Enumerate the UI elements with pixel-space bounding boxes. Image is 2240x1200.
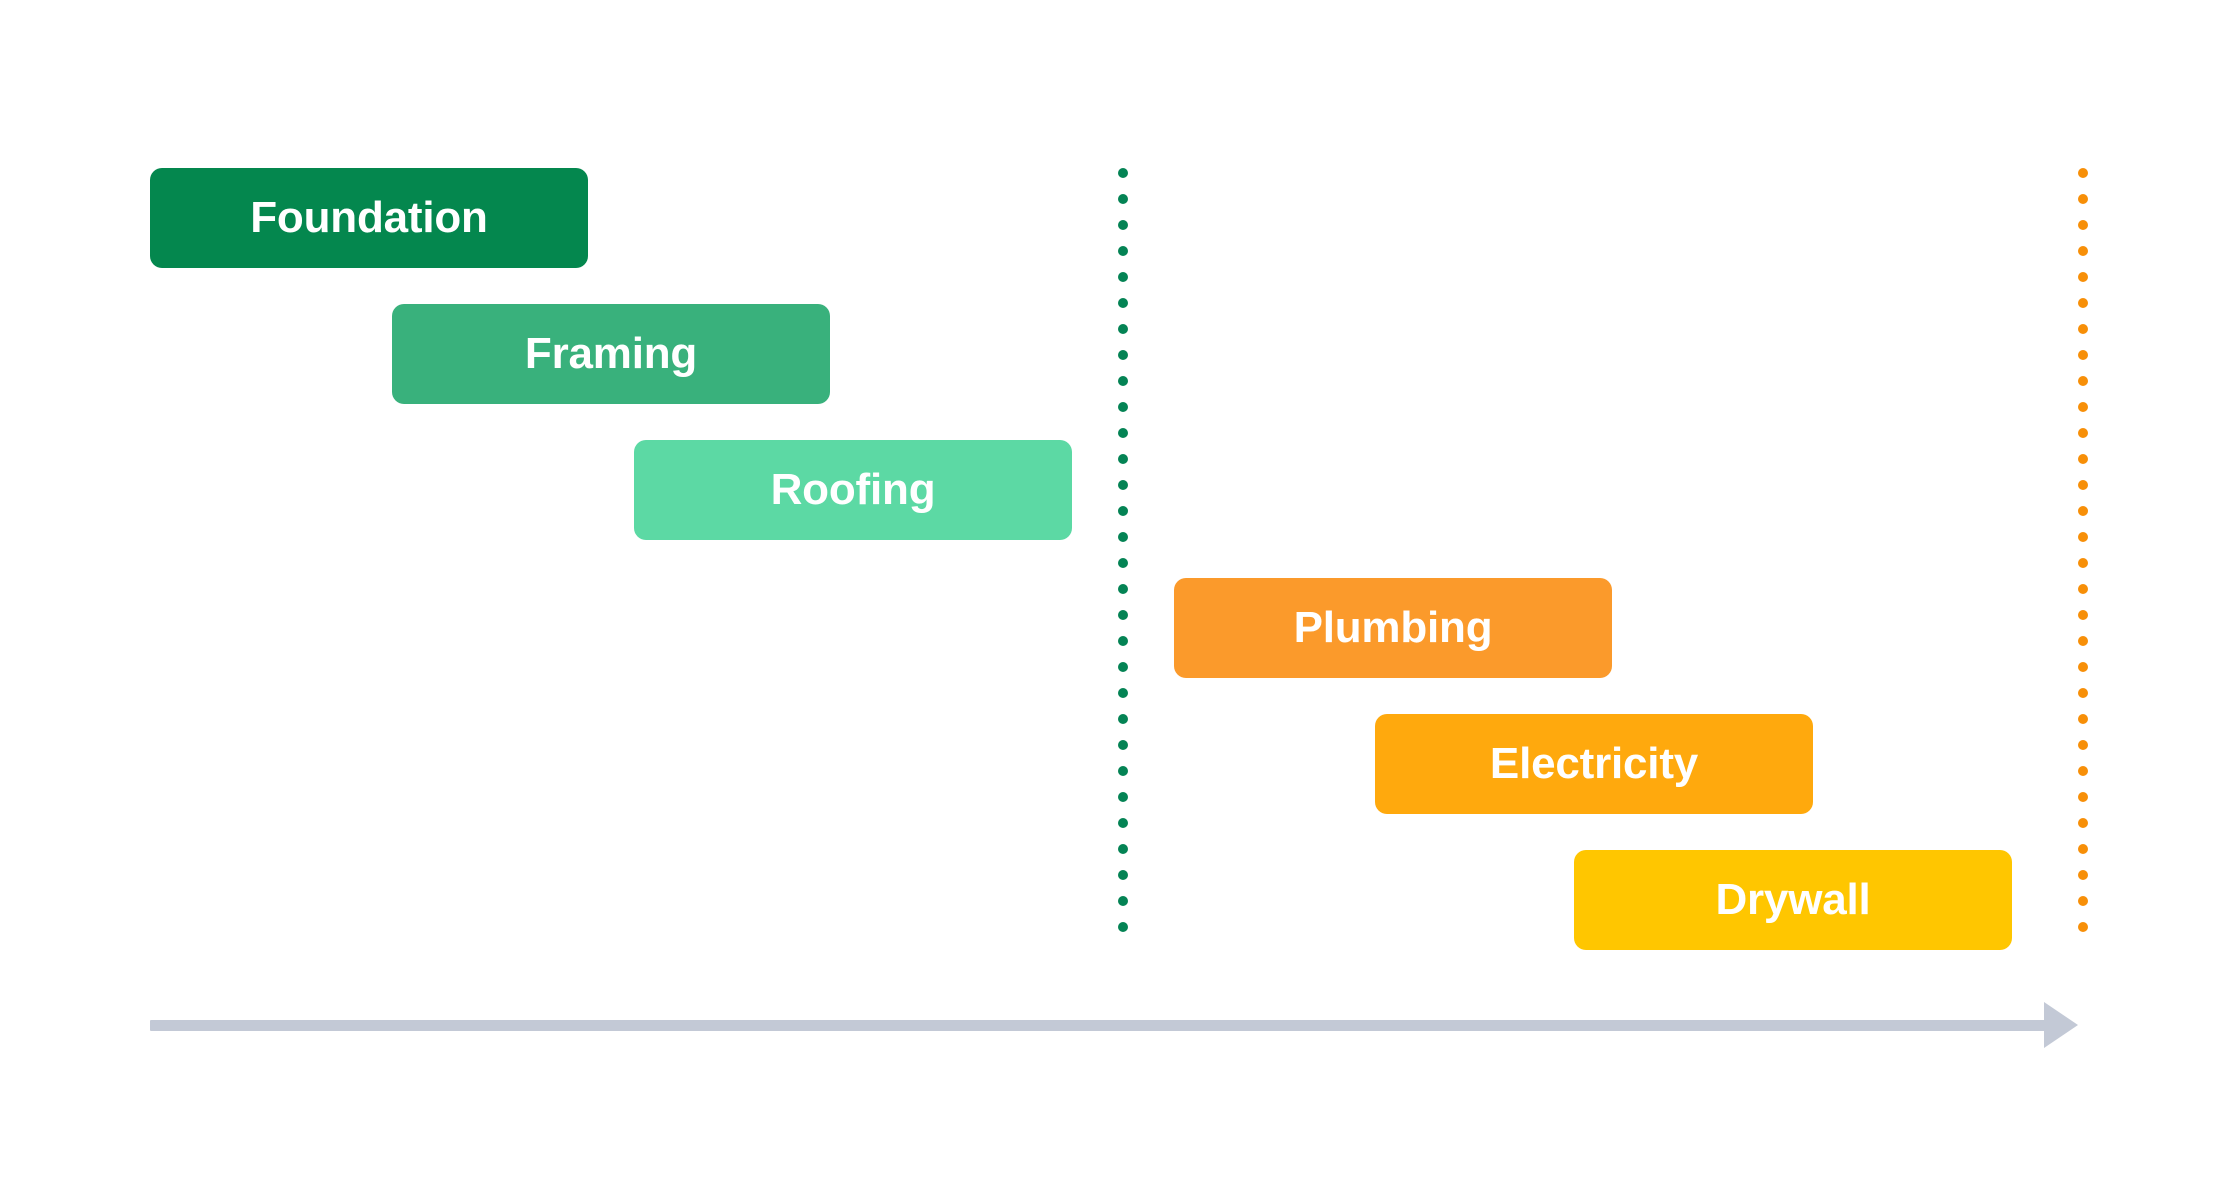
divider-dot: [2078, 532, 2088, 542]
divider-dot: [2078, 844, 2088, 854]
divider-dot: [1118, 610, 1128, 620]
gantt-bar-electricity[interactable]: Electricity: [1375, 714, 1813, 814]
divider-dot: [2078, 350, 2088, 360]
phase-divider-systems-end: [2078, 168, 2088, 950]
divider-dot: [1118, 792, 1128, 802]
divider-dot: [2078, 818, 2088, 828]
gantt-bar-label-plumbing: Plumbing: [1293, 603, 1493, 652]
divider-dot: [2078, 480, 2088, 490]
divider-dot: [1118, 870, 1128, 880]
divider-dot: [2078, 324, 2088, 334]
divider-dot: [2078, 662, 2088, 672]
divider-dot: [2078, 558, 2088, 568]
divider-dot: [1118, 454, 1128, 464]
gantt-bar-label-framing: Framing: [524, 329, 698, 378]
divider-dot: [2078, 870, 2088, 880]
divider-dot: [1118, 350, 1128, 360]
divider-dot: [1118, 558, 1128, 568]
gantt-bar-plumbing[interactable]: Plumbing: [1174, 578, 1612, 678]
divider-dot: [1118, 272, 1128, 282]
divider-dot: [2078, 896, 2088, 906]
gantt-bar-label-roofing: Roofing: [770, 465, 936, 514]
divider-dot: [2078, 714, 2088, 724]
divider-dot: [1118, 194, 1128, 204]
divider-dot: [1118, 324, 1128, 334]
gantt-bar-label-drywall: Drywall: [1715, 875, 1871, 924]
divider-dot: [2078, 506, 2088, 516]
divider-dot: [1118, 688, 1128, 698]
divider-dot: [1118, 766, 1128, 776]
gantt-bar-label-electricity: Electricity: [1489, 739, 1699, 788]
divider-dot: [1118, 298, 1128, 308]
divider-dot: [1118, 922, 1128, 932]
divider-dot: [1118, 246, 1128, 256]
divider-dot: [2078, 376, 2088, 386]
divider-dot: [2078, 194, 2088, 204]
divider-dot: [2078, 298, 2088, 308]
divider-dot: [2078, 402, 2088, 412]
divider-dot: [1118, 896, 1128, 906]
divider-dot: [2078, 792, 2088, 802]
gantt-bar-framing[interactable]: Framing: [392, 304, 830, 404]
divider-dot: [2078, 610, 2088, 620]
divider-dot: [2078, 246, 2088, 256]
divider-dot: [2078, 636, 2088, 646]
divider-dot: [2078, 428, 2088, 438]
divider-dot: [2078, 454, 2088, 464]
divider-dot: [2078, 766, 2088, 776]
divider-dot: [1118, 844, 1128, 854]
divider-dot: [2078, 922, 2088, 932]
divider-dot: [2078, 688, 2088, 698]
divider-dot: [1118, 818, 1128, 828]
divider-dot: [2078, 584, 2088, 594]
divider-dot: [2078, 740, 2088, 750]
divider-dot: [1118, 428, 1128, 438]
phase-divider-structure-end: [1118, 168, 1128, 950]
divider-dot: [1118, 636, 1128, 646]
divider-dot: [2078, 220, 2088, 230]
divider-dot: [1118, 584, 1128, 594]
divider-dot: [2078, 272, 2088, 282]
timeline-axis-arrowhead-icon: [2044, 1002, 2078, 1048]
gantt-bar-label-foundation: Foundation: [250, 193, 488, 242]
divider-dot: [1118, 376, 1128, 386]
divider-dot: [1118, 402, 1128, 412]
gantt-bar-drywall[interactable]: Drywall: [1574, 850, 2012, 950]
divider-dot: [1118, 714, 1128, 724]
gantt-bar-foundation[interactable]: Foundation: [150, 168, 588, 268]
divider-dot: [1118, 506, 1128, 516]
gantt-bar-roofing[interactable]: Roofing: [634, 440, 1072, 540]
divider-dot: [2078, 168, 2088, 178]
divider-dot: [1118, 480, 1128, 490]
divider-dot: [1118, 532, 1128, 542]
divider-dot: [1118, 740, 1128, 750]
divider-dot: [1118, 220, 1128, 230]
divider-dot: [1118, 662, 1128, 672]
divider-dot: [1118, 168, 1128, 178]
timeline-axis-line: [150, 1020, 2050, 1031]
